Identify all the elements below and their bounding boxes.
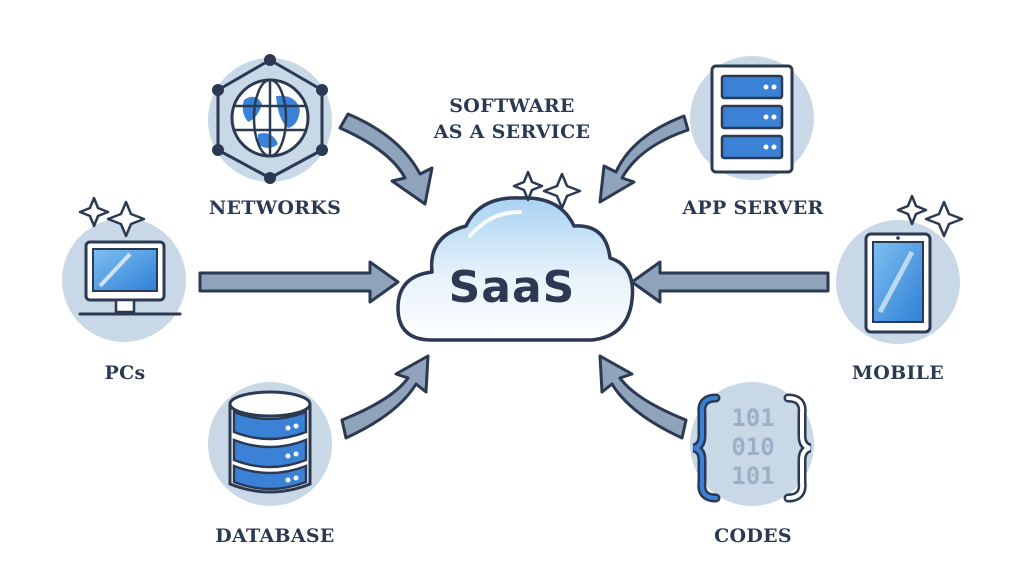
arrow-networks bbox=[338, 112, 434, 206]
sparkle-icon bbox=[924, 200, 964, 238]
binary-line-2: 010 bbox=[731, 433, 775, 461]
title-line-1: SOFTWARE bbox=[449, 95, 575, 117]
binary-digits: 101 010 101 bbox=[718, 404, 788, 491]
mobile-node bbox=[836, 194, 964, 344]
binary-code-icon bbox=[692, 393, 812, 503]
monitor-icon bbox=[78, 240, 182, 316]
server-icon bbox=[710, 64, 794, 174]
binary-line-3: 101 bbox=[731, 462, 775, 490]
arrow-app-server bbox=[598, 114, 690, 204]
app-server-node bbox=[690, 56, 814, 180]
cloud-icon bbox=[396, 170, 635, 342]
mobile-label: MOBILE bbox=[851, 362, 945, 384]
database-label: DATABASE bbox=[215, 525, 335, 547]
networks-label: NETWORKS bbox=[208, 197, 342, 219]
database-node bbox=[208, 382, 332, 506]
sparkle-icon bbox=[78, 196, 110, 228]
codes-node bbox=[690, 382, 814, 506]
sparkle-icon bbox=[896, 194, 928, 226]
sparkle-icon bbox=[106, 200, 146, 238]
diagram-title: SOFTWARE AS A SERVICE bbox=[412, 93, 612, 145]
codes-label: CODES bbox=[714, 525, 792, 547]
binary-line-1: 101 bbox=[731, 404, 775, 432]
pcs-label: PCs bbox=[104, 362, 146, 384]
globe-network-icon bbox=[212, 54, 328, 184]
arrow-mobile bbox=[630, 260, 830, 304]
arrow-database bbox=[340, 354, 430, 440]
pcs-node bbox=[62, 196, 186, 342]
tablet-icon bbox=[864, 232, 932, 334]
app-server-label: APP SERVER bbox=[682, 197, 824, 219]
saas-label: SaaS bbox=[448, 262, 576, 313]
arrows bbox=[198, 112, 830, 440]
networks-node bbox=[208, 54, 332, 184]
arrow-pcs bbox=[198, 260, 400, 304]
title-line-2: AS A SERVICE bbox=[433, 121, 591, 143]
arrow-codes bbox=[598, 354, 688, 440]
database-icon bbox=[228, 390, 312, 494]
